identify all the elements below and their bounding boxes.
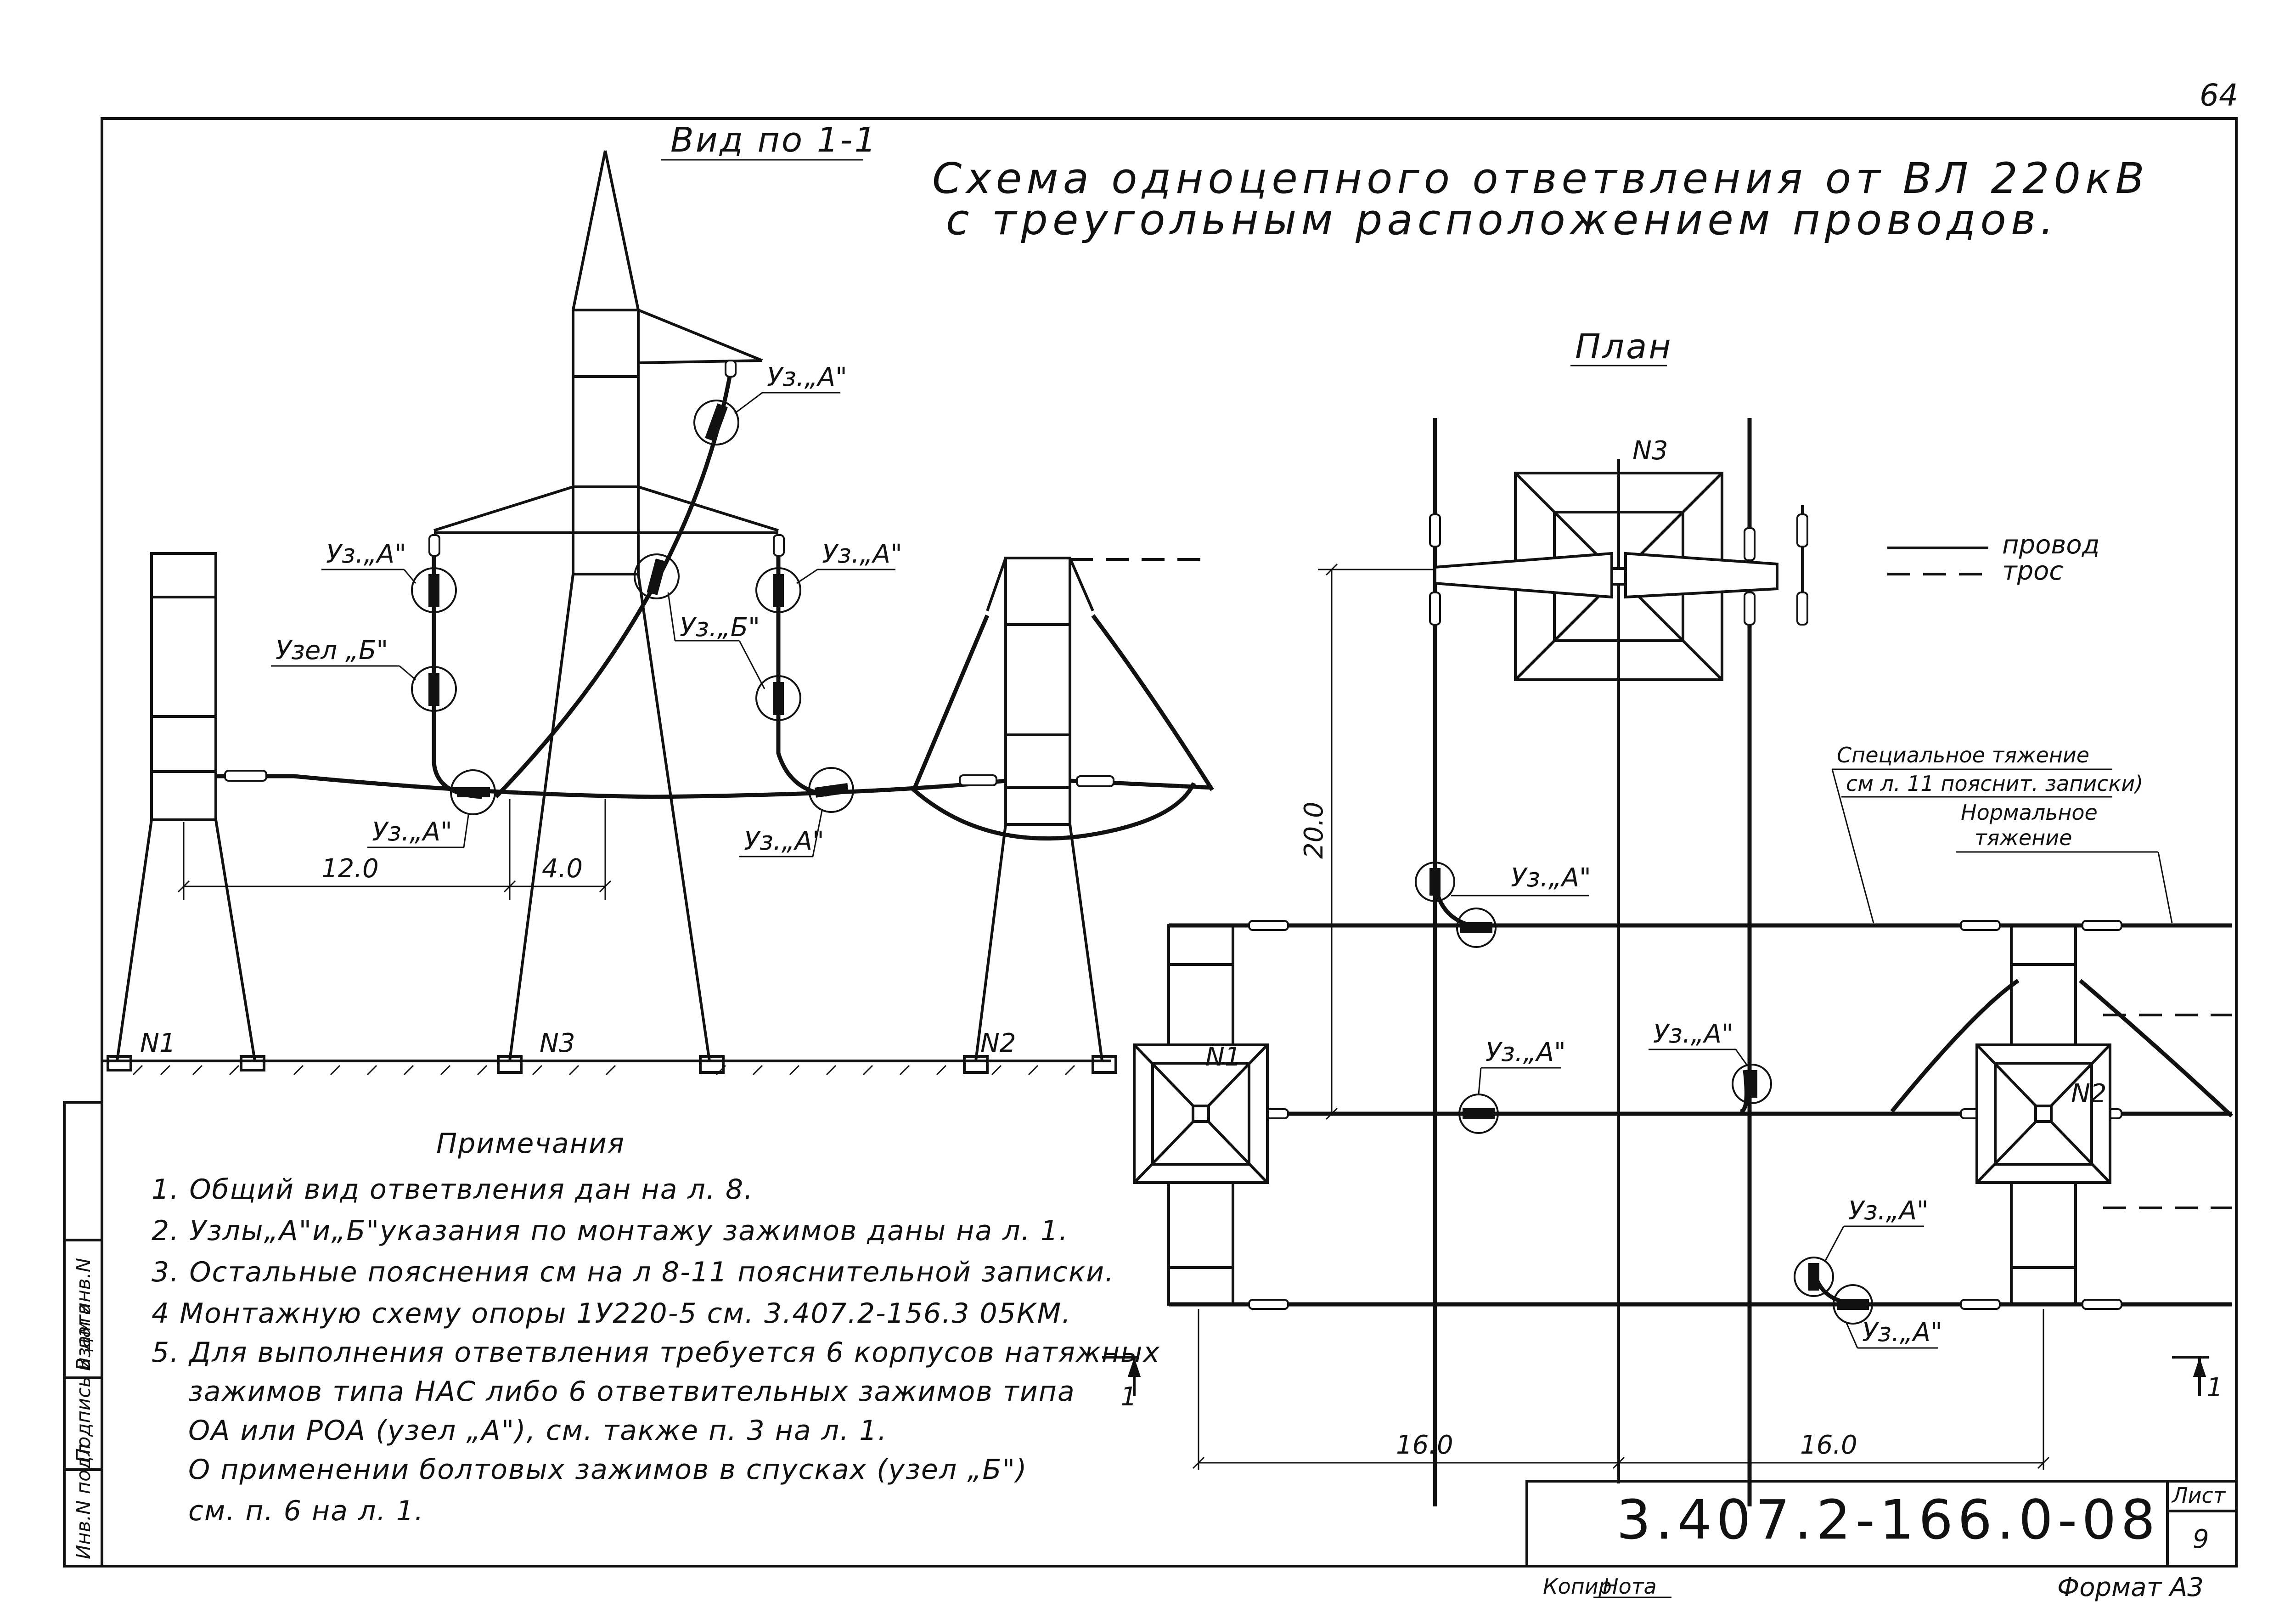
label-uz-b: Уз.„Б" [680, 613, 760, 643]
plan-label-uz-a-1: Уз.„А" [1511, 863, 1591, 893]
support-n1-label: N1 [140, 1028, 176, 1058]
note-5-cont-3: О применении болтовых зажимов в спусках … [188, 1454, 1028, 1486]
plan-label-uz-a-2: Уз.„А" [1486, 1038, 1566, 1067]
support-n3-label: N3 [540, 1028, 575, 1058]
plan-n3-label: N3 [1632, 436, 1668, 466]
ground-hatch [132, 1065, 1075, 1076]
support-n2-elevation [963, 557, 1117, 1074]
plan-label-uz-a-3: Уз.„А" [1653, 1019, 1733, 1049]
plan-n3-lines [1429, 418, 1808, 1506]
section-mark-right [2172, 1356, 2209, 1396]
label-uz-a-left: Уз.„А" [326, 539, 406, 569]
section-mark-right-text: 1 [2206, 1373, 2223, 1403]
label-uz-a-bottom-right: Уз.„А" [744, 826, 824, 856]
legend-cable-text: трос [2002, 556, 2063, 586]
elevation-dimensions [177, 799, 612, 900]
tension-normal-1: Нормальное [1961, 800, 2098, 825]
footer-format: Формат А3 [2057, 1573, 2204, 1602]
plan-n1-support [1133, 924, 1269, 1306]
plan-n1-label: N1 [1205, 1042, 1241, 1072]
section-mark-left [1102, 1356, 1141, 1396]
dim-20: 20.0 [1299, 801, 1329, 859]
elevation-clamps [411, 400, 854, 815]
tension-special-ref: см л. 11 пояснит. записки) [1846, 771, 2143, 796]
footer-copied-sign: Нота [1603, 1574, 1657, 1599]
label-uz-a-right: Уз.„А" [822, 539, 902, 569]
note-2: 2. Узлы„А"и„Б"указания по монтажу зажимо… [152, 1215, 1069, 1247]
dim-12: 12.0 [321, 854, 379, 884]
tension-normal-2: тяжение [1975, 825, 2072, 850]
dim-16-right: 16.0 [1800, 1430, 1857, 1460]
title-line-2: с треугольным расположением проводов. [946, 195, 2058, 244]
drawing-code: 3.407.2-166.0-08 [1616, 1488, 2160, 1551]
footer-copied: Копир [1543, 1574, 1612, 1599]
plan-n3-foundation [1434, 472, 1778, 681]
dim-16-left: 16.0 [1396, 1430, 1453, 1460]
note-5-cont-4: см. п. 6 на л. 1. [188, 1495, 424, 1527]
outer-frame [101, 117, 2238, 1568]
plan-label-uz-a-4: Уз.„А" [1848, 1196, 1929, 1226]
plan-dimensions [1192, 563, 2050, 1470]
label-uz-a-bottom-left: Уз.„А" [372, 817, 452, 847]
support-n1-elevation [107, 552, 265, 1071]
support-n3-elevation [433, 150, 779, 1074]
stamp-inv-podl: Инв.N подл [72, 1444, 95, 1559]
sheet-label: Лист [2171, 1483, 2226, 1508]
legend-wire-text: провод [2002, 530, 2099, 560]
note-4: 4 Монтажную схему опоры 1У220-5 см. 3.40… [152, 1297, 1071, 1330]
note-5-cont-1: зажимов типа НАС либо 6 ответвительных з… [188, 1376, 1075, 1408]
sheet-number: 9 [2193, 1524, 2209, 1554]
stamp-vzam: Взам инв.N [72, 1258, 95, 1371]
view-label: Вид по 1-1 [670, 120, 878, 160]
dim-4: 4.0 [542, 854, 583, 884]
plan-label-uz-a-5: Уз.„А" [1862, 1318, 1942, 1348]
section-mark-left-text: 1 [1120, 1382, 1137, 1412]
support-n2-label: N2 [980, 1028, 1016, 1058]
plan-n2-support [1975, 924, 2111, 1306]
plan-n2-label: N2 [2071, 1079, 2107, 1109]
plan-label: План [1575, 327, 1673, 367]
title-line-1: Схема одноцепного ответвления от ВЛ 220к… [932, 154, 2149, 203]
page-number: 64 [2200, 78, 2238, 113]
title-block [1525, 1480, 2238, 1568]
label-uz-a-top: Уз.„А" [767, 362, 847, 392]
note-1: 1. Общий вид ответвления дан на л. 8. [152, 1173, 754, 1206]
stamp-podpis: Подпись и дата [72, 1303, 95, 1463]
label-uzel-b: Узел „Б" [276, 636, 388, 665]
tension-special: Специальное тяжение [1837, 743, 2089, 767]
note-5: 5. Для выполнения ответвления требуется … [152, 1336, 1160, 1369]
note-5-cont-2: ОА или РОА (узел „А"), см. также п. 3 на… [188, 1415, 888, 1447]
notes-heading: Примечания [436, 1128, 625, 1160]
elevation-insulators [224, 360, 1114, 787]
note-3: 3. Остальные пояснения см на л 8-11 пояс… [152, 1256, 1114, 1288]
plan-clamps [1415, 862, 1873, 1325]
side-stamp: Инв.N подл Подпись и дата Взам инв.N [63, 1101, 103, 1568]
